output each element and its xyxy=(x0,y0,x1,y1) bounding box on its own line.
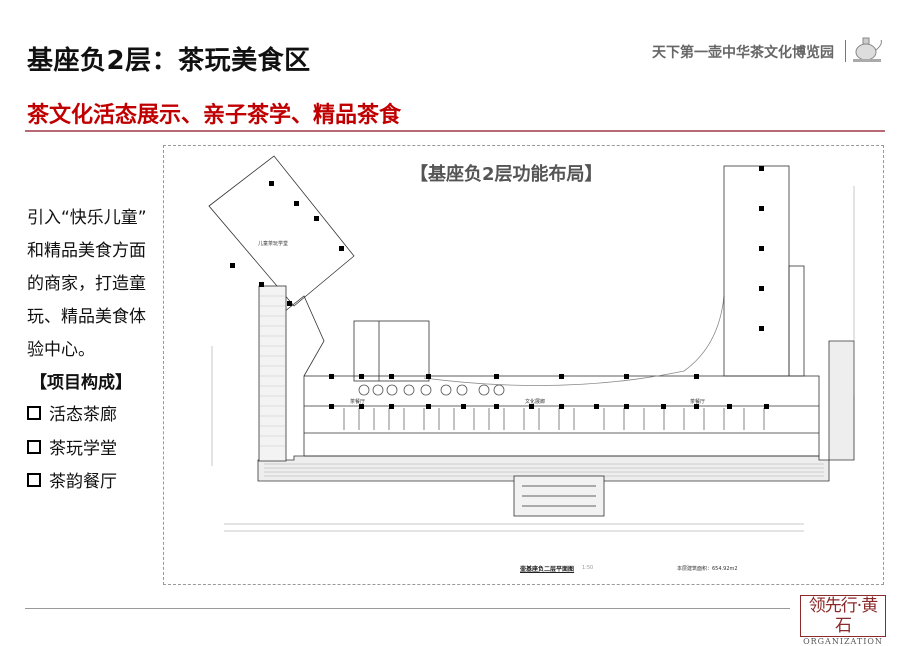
composition-item: 茶玩学堂 xyxy=(27,434,117,459)
plan-area: 本层建筑面积：654.92m2 xyxy=(677,566,738,572)
company-logo: 领先行·黄石 ORGANIZATION xyxy=(800,595,886,646)
intro-line: 引入“快乐儿童” xyxy=(27,208,147,228)
square-bullet-icon xyxy=(27,472,41,487)
item-label: 茶韵餐厅 xyxy=(49,472,117,492)
room-label-gallery: 文化展廊 xyxy=(525,399,546,405)
room-label-restaurant-left: 茶餐厅 xyxy=(350,399,366,405)
brand-name: 天下第一壶中华茶文化博览园 xyxy=(652,45,834,61)
composition-item: 茶韵餐厅 xyxy=(27,467,117,492)
floor-plan-frame xyxy=(163,145,884,585)
brand-divider xyxy=(845,40,846,62)
square-bullet-icon xyxy=(27,439,41,454)
plan-scale: 1:50 xyxy=(582,565,594,571)
room-label-restaurant-right: 茶餐厅 xyxy=(690,399,706,405)
intro-line: 和精品美食方面 xyxy=(27,241,146,261)
header-divider xyxy=(25,130,885,132)
intro-line: 玩、精品美食体 xyxy=(27,307,146,327)
floor-plan-drawing xyxy=(208,155,855,532)
room-label-kids: 儿童茶玩学堂 xyxy=(258,241,289,247)
item-label: 茶玩学堂 xyxy=(49,439,117,459)
footer-divider xyxy=(25,608,790,609)
logo-cn: 领先行·黄石 xyxy=(800,595,886,637)
intro-text: 引入“快乐儿童” 和精品美食方面 的商家，打造童 玩、精品美食体 验中心。 xyxy=(27,202,172,367)
plan-title: 【基座负2层功能布局】 xyxy=(410,164,603,185)
square-bullet-icon xyxy=(27,405,41,420)
composition-heading: 【项目构成】 xyxy=(30,373,132,393)
intro-line: 验中心。 xyxy=(27,340,95,360)
plan-caption: 壶基座负二层平面图 xyxy=(520,566,575,573)
teapot-logo-icon xyxy=(853,37,882,62)
intro-line: 的商家，打造童 xyxy=(27,274,146,294)
subtitle: 茶文化活态展示、亲子茶学、精品茶食 xyxy=(27,103,402,128)
logo-en: ORGANIZATION xyxy=(803,637,883,646)
item-label: 活态茶廊 xyxy=(49,405,117,425)
composition-item: 活态茶廊 xyxy=(27,400,117,425)
page-title: 基座负2层：茶玩美食区 xyxy=(27,46,311,76)
